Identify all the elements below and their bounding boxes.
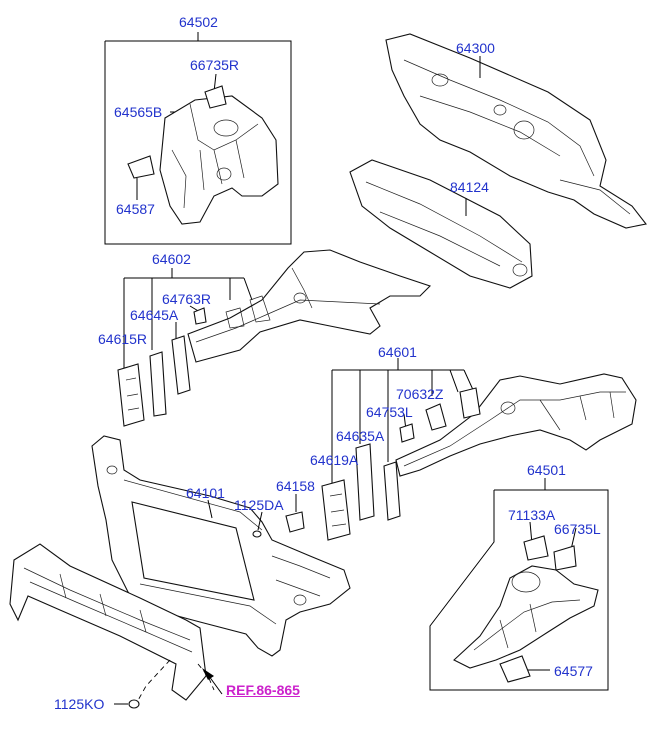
label-64645A: 64645A <box>130 307 179 323</box>
part-64502-front-side-member <box>127 85 279 225</box>
label-66735L: 66735L <box>554 521 601 537</box>
label-66735R: 66735R <box>190 57 240 73</box>
part-1125DA-bolt <box>252 511 263 538</box>
label-64587: 64587 <box>116 201 155 217</box>
reference-dashes <box>135 659 215 705</box>
label-71133A: 71133A <box>508 507 556 523</box>
part-64501-member <box>453 535 599 683</box>
part-64601-member <box>395 373 637 477</box>
reference-link-86-865[interactable]: REF.86-865 <box>226 682 300 698</box>
group-64602-leaders <box>123 268 253 372</box>
label-64577: 64577 <box>554 663 593 679</box>
label-64602: 64602 <box>152 251 191 267</box>
label-1125KO: 1125KO <box>54 696 105 712</box>
part-64635A-bracket <box>355 443 375 521</box>
label-64501: 64501 <box>527 462 566 478</box>
label-64635A: 64635A <box>336 428 385 444</box>
part-64300-dash-panel <box>385 33 647 229</box>
label-64619A: 64619A <box>310 452 359 468</box>
part-64763R-reinforcement <box>171 335 191 395</box>
label-64615R: 64615R <box>98 331 148 347</box>
label-64158: 64158 <box>276 478 315 494</box>
label-64601: 64601 <box>378 344 417 360</box>
label-64763R: 64763R <box>162 291 212 307</box>
label-1125DA: 1125DA <box>234 497 284 513</box>
part-64615R-plate <box>117 363 145 427</box>
label-70632Z: 70632Z <box>396 386 444 402</box>
part-64158-bracket <box>285 494 305 533</box>
label-84124: 84124 <box>450 179 489 195</box>
part-64753L-reinforcement <box>383 461 401 521</box>
part-84124-cowl-panel <box>349 159 533 289</box>
part-bumper-beam <box>9 543 207 701</box>
part-64101-carrier <box>91 435 351 657</box>
label-64101: 64101 <box>186 485 225 501</box>
group-64601-leaders <box>331 358 475 484</box>
part-64645A-bracket <box>149 351 167 417</box>
label-64565B: 64565B <box>114 104 163 120</box>
part-1125KO-bolt <box>114 699 140 709</box>
part-64619A-plate <box>321 479 351 541</box>
reference-arrow <box>202 668 223 695</box>
part-64602-member <box>187 249 432 363</box>
label-64300: 64300 <box>456 40 495 56</box>
label-64753L: 64753L <box>366 404 413 420</box>
label-64502: 64502 <box>179 14 218 30</box>
